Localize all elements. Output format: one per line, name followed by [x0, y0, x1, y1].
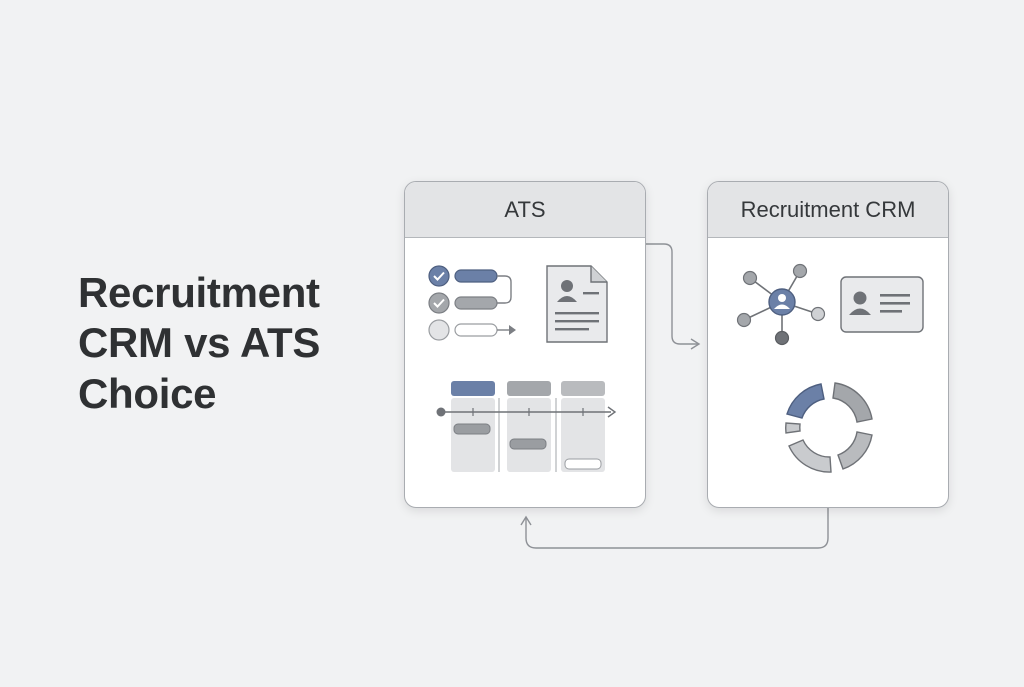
ats-card: ATS [404, 181, 646, 508]
title-line-1: Recruitment [78, 269, 320, 316]
cycle-ring-icon [785, 382, 873, 473]
crm-card-header: Recruitment CRM [708, 182, 948, 238]
title-line-3: Choice [78, 369, 217, 417]
page-title: Recruitment CRM vs ATS Choice [78, 268, 320, 419]
id-card-icon [840, 276, 924, 333]
checklist-icon [428, 265, 516, 341]
resume-document-icon [546, 265, 608, 343]
network-hub-icon [736, 263, 826, 346]
kanban-pipeline-icon [436, 381, 617, 472]
title-line-2: CRM vs ATS [78, 319, 321, 367]
ats-card-header: ATS [405, 182, 645, 238]
crm-card: Recruitment CRM [707, 181, 949, 508]
